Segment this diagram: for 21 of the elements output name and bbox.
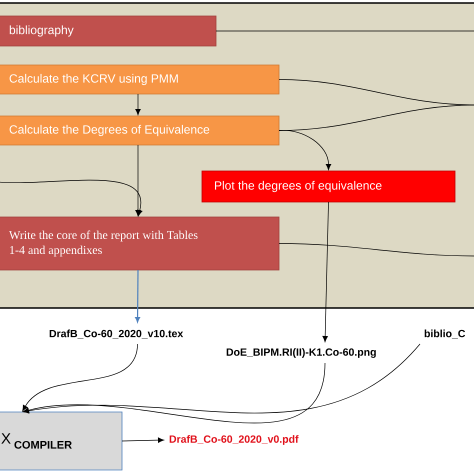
task-box: Calculate the KCRV using PMM — [0, 64, 280, 94]
file-name: DrafB_Co-60_2020_v10.tex — [50, 330, 184, 338]
connector-line — [278, 104, 474, 131]
compiler-box: X COMPILER — [0, 412, 122, 470]
arrow — [22, 344, 138, 412]
arrow — [22, 344, 420, 414]
arrow — [22, 362, 326, 424]
file-name: biblio_C — [424, 330, 466, 338]
arrow — [122, 437, 164, 443]
arrow — [322, 202, 329, 342]
task-box: Calculate the Degrees of Equivalence — [0, 116, 280, 146]
connector-line — [278, 243, 474, 256]
arrow — [135, 94, 141, 116]
arrow — [0, 180, 142, 216]
output-file-name: DrafB_Co-60_2020_v0.pdf — [170, 435, 299, 445]
task-box: bibliography — [0, 16, 216, 46]
file-name: DoE_BIPM.RI(II)-K1.Co-60.png — [226, 348, 376, 358]
arrow — [135, 270, 140, 322]
task-box: Write the core of the report with Tables 1-4 and appendixes — [0, 216, 280, 270]
task-box: Plot the degrees of equivalence — [202, 170, 456, 202]
connector-line — [216, 30, 474, 32]
